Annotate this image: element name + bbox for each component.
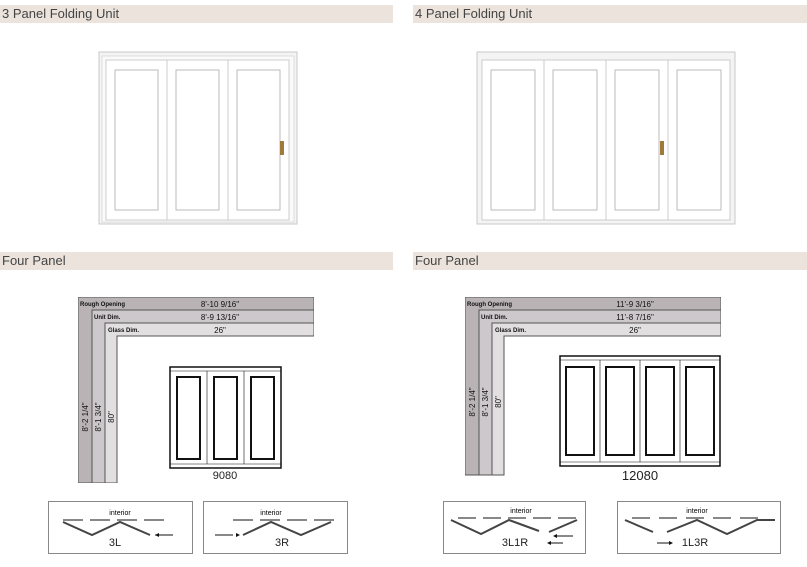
interior-label: interior <box>109 510 131 517</box>
glass-dim-label: Glass Dim. <box>495 328 526 334</box>
interior-label: interior <box>510 508 532 515</box>
unit-dim-label: Unit Dim. <box>94 315 121 321</box>
section-header-4-panel: 4 Panel Folding Unit <box>413 5 807 23</box>
rough-opening-height: 8'-2 1/4" <box>468 387 477 416</box>
section-header-3-panel: 3 Panel Folding Unit <box>0 5 393 23</box>
unit-dim-width: 8'-9 13/16" <box>201 313 239 322</box>
config-3L: interior <box>48 501 193 554</box>
config-1L3R: interior <box>617 501 781 554</box>
unit-dim-width: 11'-8 7/16" <box>616 313 654 322</box>
config-code-3L: 3L <box>108 537 122 549</box>
glass-dim-width: 26" <box>214 326 226 335</box>
dimension-diagram-12080: Rough Opening Unit Dim. Glass Dim. 11'-9… <box>465 297 721 476</box>
glass-dim-height: 80" <box>107 411 116 423</box>
rough-opening-width: 11'-9 3/16" <box>616 300 654 309</box>
glass-dim-width: 26" <box>629 326 641 335</box>
unit-dim-height: 8'-1 3/4" <box>481 387 490 416</box>
dimension-diagram-9080: Rough Opening Unit Dim. Glass Dim. 8'-10… <box>78 297 314 483</box>
rough-opening-height: 8'-2 1/4" <box>81 402 90 431</box>
section-header-four-panel-right: Four Panel <box>413 252 807 270</box>
glass-dim-height: 80" <box>494 396 503 408</box>
config-code-3L1R: 3L1R <box>501 537 529 549</box>
interior-label: interior <box>686 508 708 515</box>
model-label-9080: 9080 <box>212 470 238 482</box>
config-code-3R: 3R <box>274 537 290 549</box>
door-handle-icon <box>280 141 284 155</box>
unit-dim-height: 8'-1 3/4" <box>94 402 103 431</box>
config-3L1R: interior <box>443 501 586 554</box>
4-panel-door-photo <box>476 51 736 225</box>
rough-opening-label: Rough Opening <box>467 302 512 308</box>
config-3R: interior <box>203 501 348 554</box>
config-code-1L3R: 1L3R <box>681 537 709 549</box>
interior-label: interior <box>260 510 282 517</box>
unit-dim-label: Unit Dim. <box>481 315 508 321</box>
rough-opening-width: 8'-10 9/16" <box>201 300 239 309</box>
3-panel-door-photo <box>98 51 298 225</box>
section-header-four-panel-left: Four Panel <box>0 252 393 270</box>
model-label-12080: 12080 <box>621 468 659 483</box>
glass-dim-label: Glass Dim. <box>108 328 139 334</box>
door-handle-icon <box>660 141 664 155</box>
rough-opening-label: Rough Opening <box>80 302 125 308</box>
